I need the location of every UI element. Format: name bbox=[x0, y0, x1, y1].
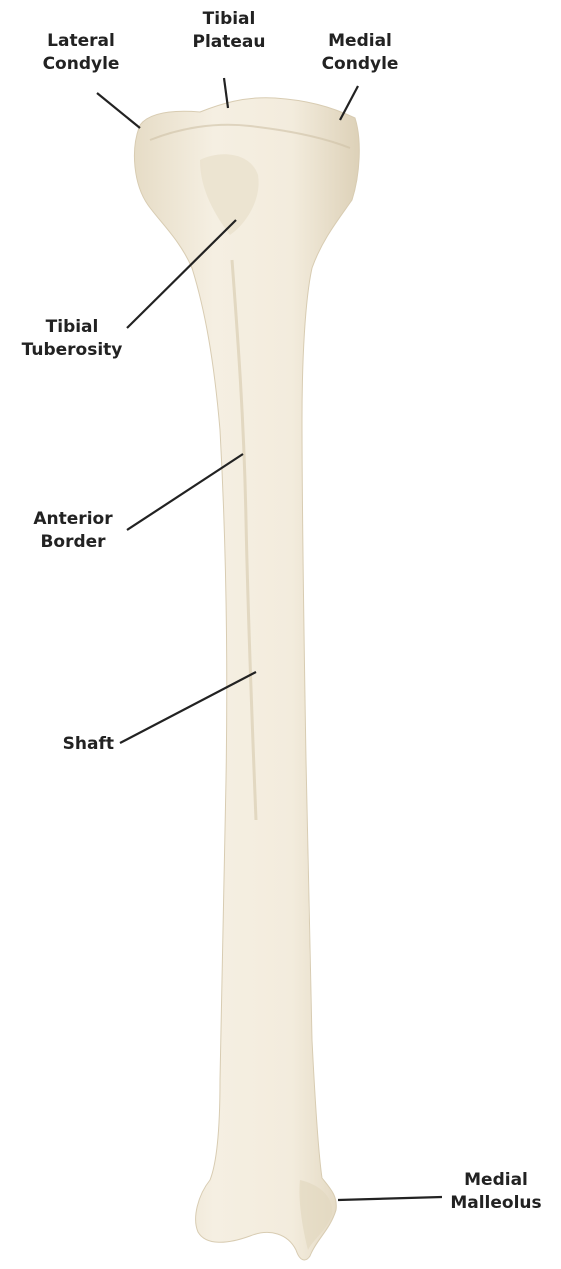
label-medial-malleolus-line2: Malleolus bbox=[440, 1192, 552, 1215]
leader-line-lateral-condyle bbox=[97, 93, 140, 128]
label-anterior-border-line2: Border bbox=[26, 531, 120, 554]
label-tibial-plateau: Tibial Plateau bbox=[184, 8, 274, 54]
label-lateral-condyle: Lateral Condyle bbox=[32, 30, 130, 76]
label-tibial-plateau-line1: Tibial bbox=[184, 8, 274, 31]
label-anterior-border: Anterior Border bbox=[26, 508, 120, 554]
label-tibial-tuberosity: Tibial Tuberosity bbox=[14, 316, 130, 362]
tibia-bone bbox=[134, 98, 359, 1260]
label-tibial-plateau-line2: Plateau bbox=[184, 31, 274, 54]
label-medial-condyle: Medial Condyle bbox=[312, 30, 408, 76]
label-tibial-tuberosity-line1: Tibial bbox=[14, 316, 130, 339]
label-medial-condyle-line2: Condyle bbox=[312, 53, 408, 76]
leader-line-medial-malleolus bbox=[338, 1197, 442, 1200]
label-medial-condyle-line1: Medial bbox=[312, 30, 408, 53]
label-shaft: Shaft bbox=[40, 733, 114, 756]
label-medial-malleolus-line1: Medial bbox=[440, 1169, 552, 1192]
label-shaft-line1: Shaft bbox=[40, 733, 114, 756]
label-tibial-tuberosity-line2: Tuberosity bbox=[14, 339, 130, 362]
label-anterior-border-line1: Anterior bbox=[26, 508, 120, 531]
label-lateral-condyle-line2: Condyle bbox=[32, 53, 130, 76]
label-lateral-condyle-line1: Lateral bbox=[32, 30, 130, 53]
label-medial-malleolus: Medial Malleolus bbox=[440, 1169, 552, 1215]
